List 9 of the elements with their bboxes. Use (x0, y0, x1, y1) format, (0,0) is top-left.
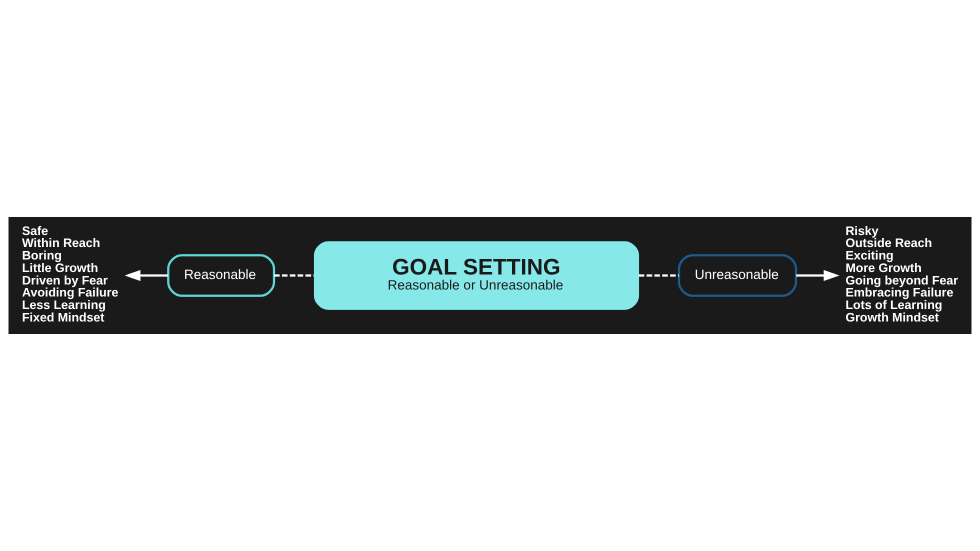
node-text: Safe Within Reach Boring Little Growth Driven by Fear Avoiding Failure Less Learning Fixed Mindset (22, 224, 118, 324)
node-box: GOAL SETTING Reasonable or Unreasonable (314, 241, 640, 310)
node-box: Reasonable (167, 254, 276, 297)
arrow (124, 270, 168, 282)
connector (638, 274, 679, 277)
node-text: Risky Outside Reach Exciting More Growth Going beyond Fear Embracing Failure Lots of Learning Growth Mindset (846, 224, 958, 324)
arrow (796, 270, 840, 282)
node-box: Unreasonable (678, 254, 798, 297)
connector (274, 274, 314, 277)
